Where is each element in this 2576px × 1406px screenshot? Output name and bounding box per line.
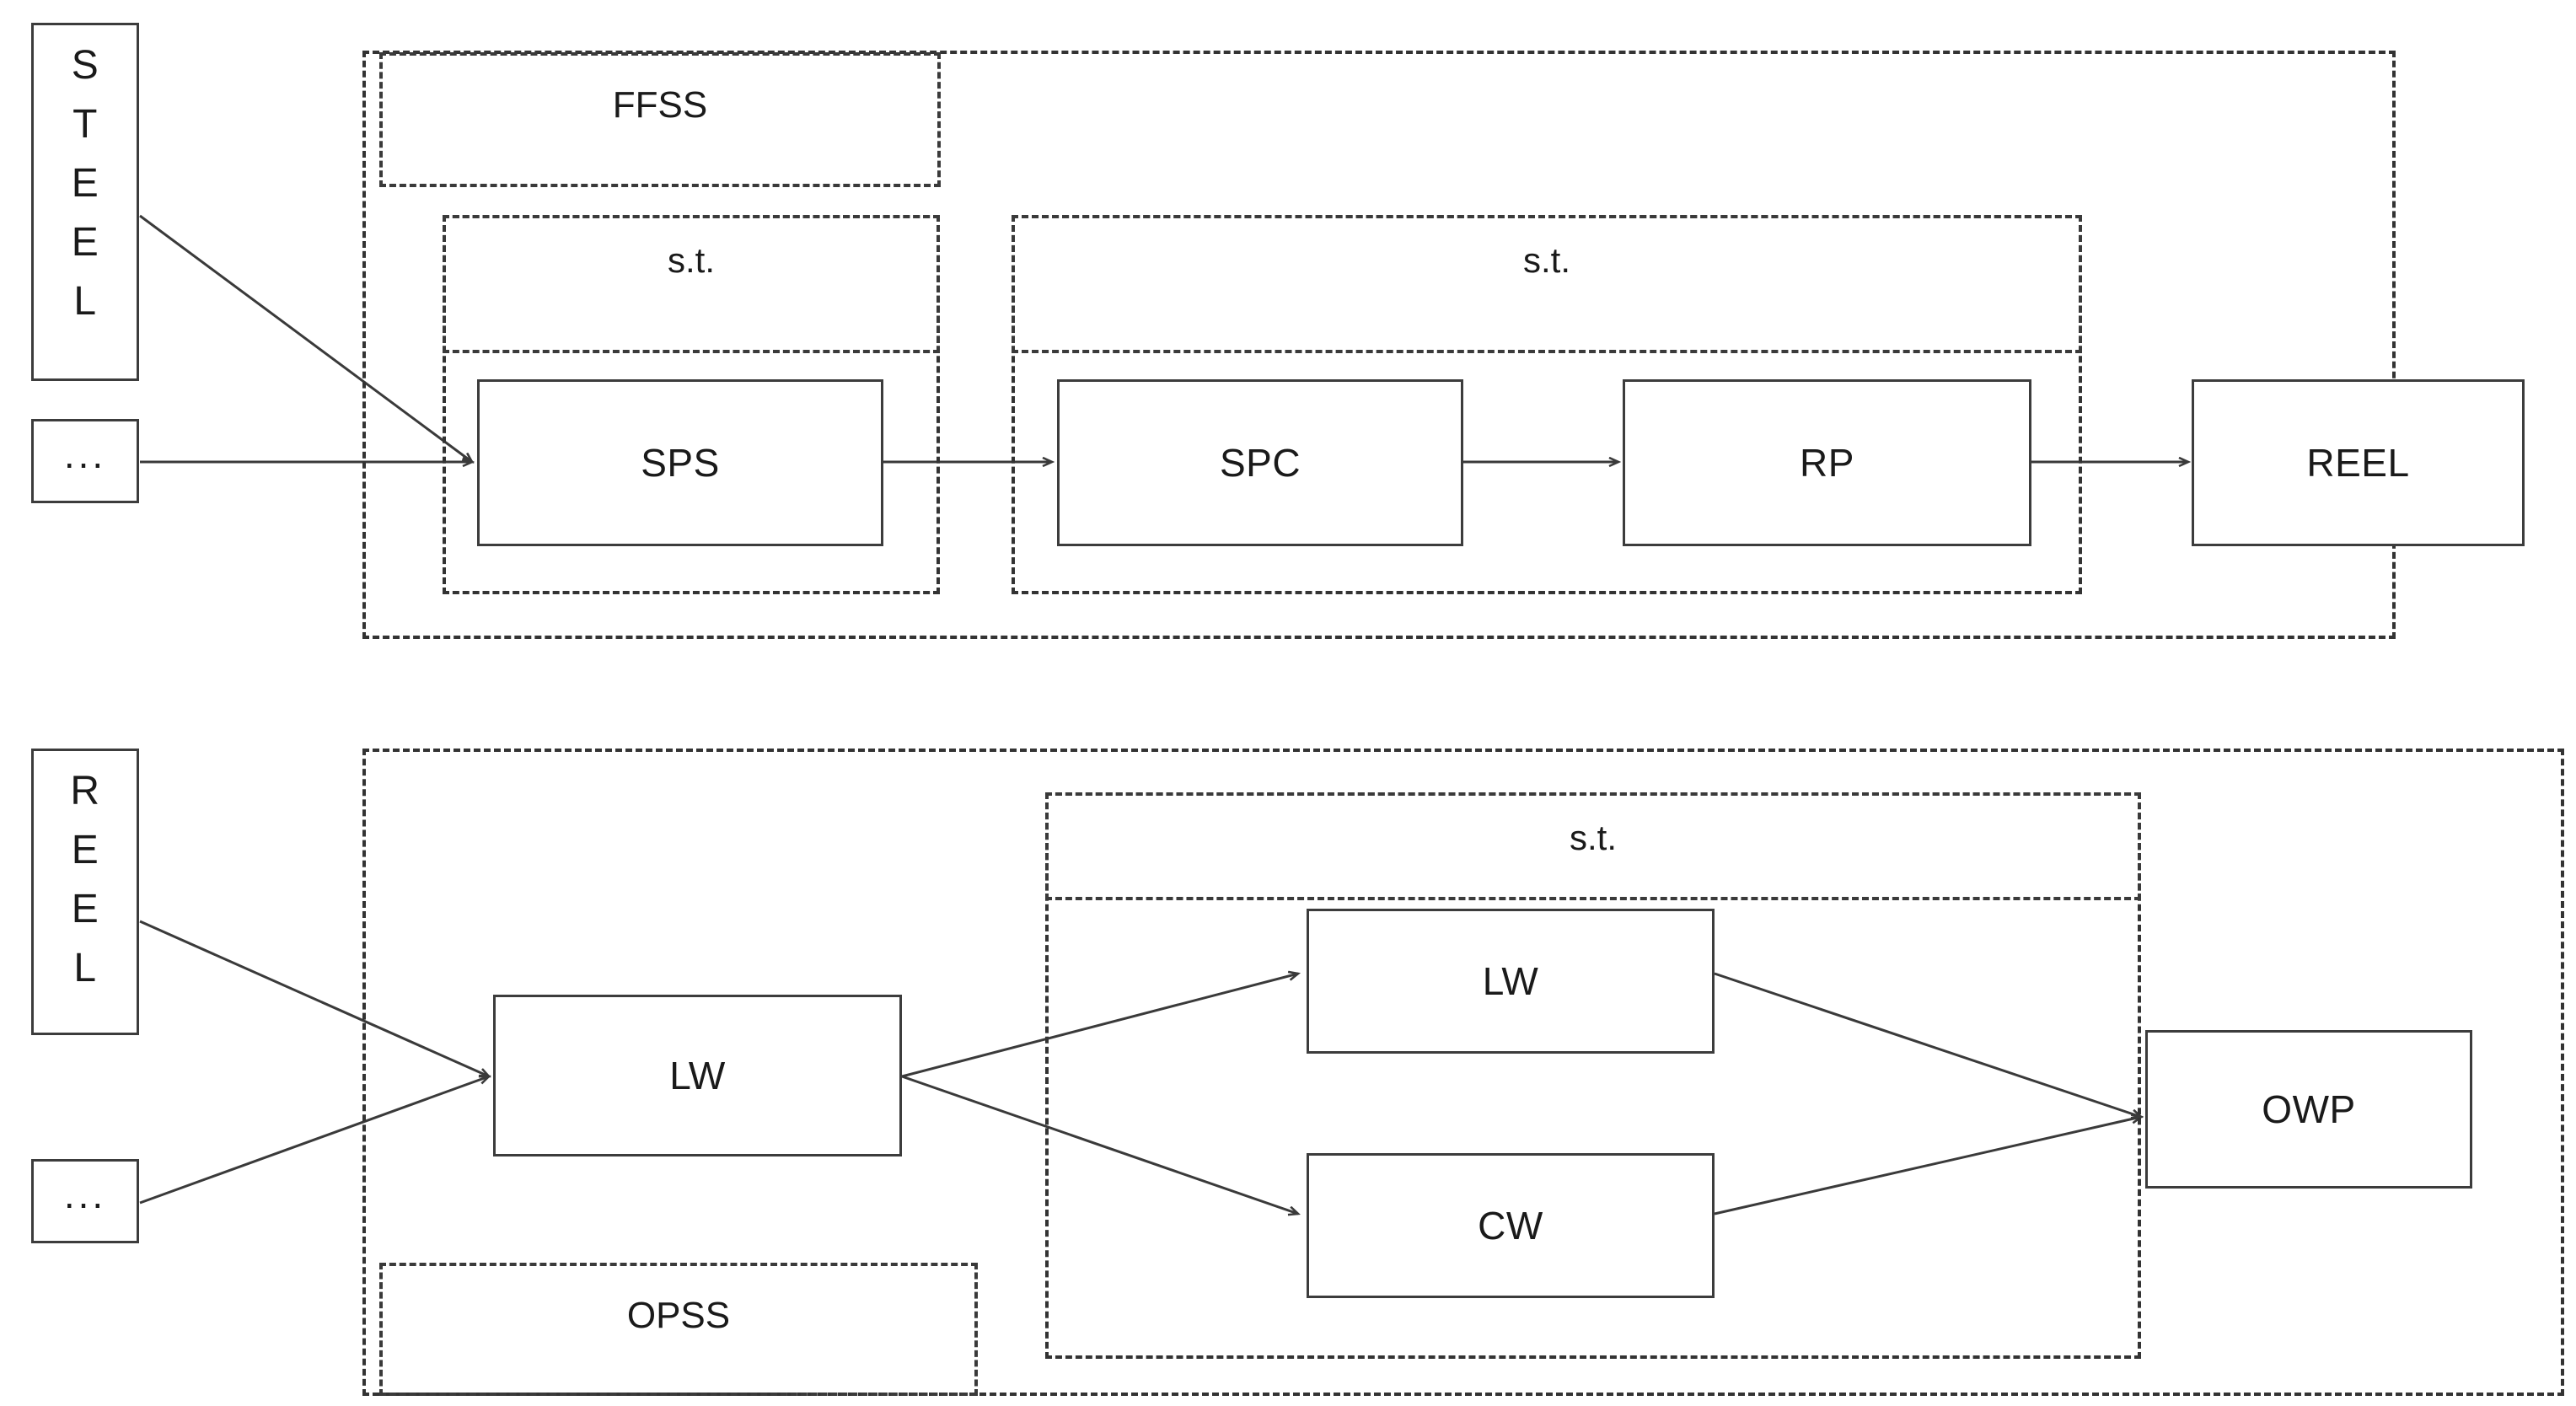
node-rp[interactable]: RP <box>1623 379 2031 546</box>
node-sps[interactable]: SPS <box>477 379 883 546</box>
subgroup-label-st-3: s.t. <box>1045 792 2141 900</box>
group-opss-container <box>362 749 2564 1396</box>
node-lw-parallel[interactable]: LW <box>1307 909 1715 1054</box>
subgroup-label-st-2: s.t. <box>1012 215 2082 353</box>
node-cw-parallel[interactable]: CW <box>1307 1153 1715 1298</box>
steel-letter-2: E <box>71 161 99 206</box>
steel-letter-3: E <box>71 220 99 265</box>
source-node-more-top[interactable]: ... <box>31 419 139 503</box>
group-label-opss: OPSS <box>379 1263 978 1396</box>
source-node-steel[interactable]: S T E E L <box>31 23 139 381</box>
source-node-reel[interactable]: R E E L <box>31 749 139 1035</box>
group-ffss-container <box>362 51 2396 639</box>
node-spc[interactable]: SPC <box>1057 379 1463 546</box>
node-reel-top[interactable]: REEL <box>2192 379 2525 546</box>
node-lw-input[interactable]: LW <box>493 995 902 1156</box>
source-node-more-bottom[interactable]: ... <box>31 1159 139 1243</box>
reel-letter-2: E <box>71 887 99 931</box>
node-owp[interactable]: OWP <box>2145 1030 2472 1189</box>
reel-letter-1: E <box>71 828 99 872</box>
steel-letter-1: T <box>72 102 98 147</box>
subgroup-label-st-1: s.t. <box>443 215 940 353</box>
reel-letter-3: L <box>73 946 97 990</box>
steel-letter-4: L <box>73 279 97 324</box>
group-label-ffss: FFSS <box>379 52 941 187</box>
reel-letter-0: R <box>70 769 100 813</box>
steel-letter-0: S <box>71 43 99 88</box>
